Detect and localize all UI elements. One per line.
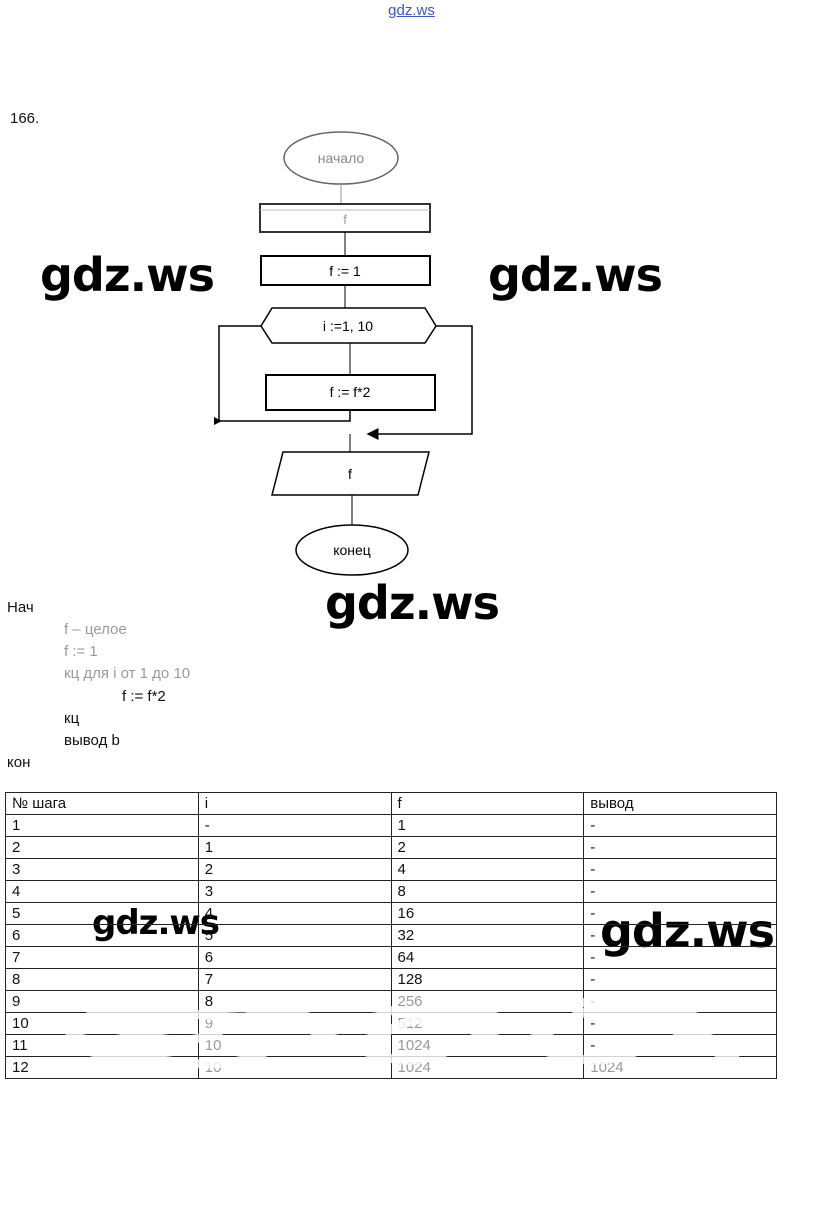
cell: -	[583, 858, 777, 881]
flowchart: начало f f := 1 i :=1, 10 f := f*2 f кон…	[214, 131, 473, 576]
watermark: gdz.ws	[488, 248, 663, 302]
cell: 8	[390, 880, 585, 903]
cell: -	[583, 924, 777, 947]
cell: 8	[5, 968, 199, 991]
cell: -	[197, 814, 392, 837]
program-line: кц для i от 1 до 10	[64, 665, 191, 682]
body-label: f := f*2	[330, 384, 371, 400]
header-output: вывод	[583, 792, 777, 815]
cell: 5	[5, 902, 199, 925]
cell: 3	[197, 880, 392, 903]
table-header-row: № шага i f вывод	[5, 792, 777, 815]
task-number: 166.	[10, 110, 40, 127]
cell: 3	[5, 858, 199, 881]
watermark: gdz.ws	[325, 576, 500, 630]
cell: 1	[197, 836, 392, 859]
end-terminal	[295, 524, 409, 576]
program-line: кц	[64, 710, 80, 727]
program-line: вывод b	[64, 732, 120, 749]
cell: 4	[5, 880, 199, 903]
header-step: № шага	[5, 792, 199, 815]
cell: 2	[390, 836, 585, 859]
eraser-smudge	[65, 995, 740, 1070]
cell: 64	[390, 946, 585, 969]
cell: 2	[5, 836, 199, 859]
program-end: кон	[7, 754, 31, 771]
cell: 7	[197, 968, 392, 991]
cell: 32	[390, 924, 585, 947]
loop-label: i :=1, 10	[323, 318, 373, 334]
cell: 4	[390, 858, 585, 881]
output-label: f	[348, 466, 352, 482]
table-row: 1-1-	[5, 814, 777, 837]
program-line: f := f*2	[122, 688, 166, 705]
init-label: f := 1	[329, 263, 361, 279]
cell: 5	[197, 924, 392, 947]
body-block	[265, 374, 436, 411]
program-line: f := 1	[64, 643, 98, 660]
cell: 128	[390, 968, 585, 991]
cell: 2	[197, 858, 392, 881]
start-label: начало	[318, 150, 365, 166]
cell: -	[583, 946, 777, 969]
site-link[interactable]: gdz.ws	[388, 2, 435, 19]
cell: 6	[5, 924, 199, 947]
cell: 1	[5, 814, 199, 837]
header-i: i	[197, 792, 392, 815]
loop-exit-arrow	[366, 325, 473, 440]
cell: -	[583, 836, 777, 859]
cell: 4	[197, 902, 392, 925]
cell: -	[583, 968, 777, 991]
program-line: f – целое	[64, 621, 127, 638]
cell: -	[583, 814, 777, 837]
cell: -	[583, 902, 777, 925]
declare-label: f	[343, 212, 347, 227]
output-block	[271, 451, 430, 496]
cell: 6	[197, 946, 392, 969]
cell: 1	[390, 814, 585, 837]
init-block	[260, 255, 431, 286]
cell: -	[583, 880, 777, 903]
program-begin: Нач	[7, 599, 34, 616]
cell: 16	[390, 902, 585, 925]
declare-block	[259, 203, 431, 233]
cell: 7	[5, 946, 199, 969]
header-f: f	[390, 792, 585, 815]
end-label: конец	[333, 542, 371, 558]
watermark: gdz.ws	[40, 248, 215, 302]
